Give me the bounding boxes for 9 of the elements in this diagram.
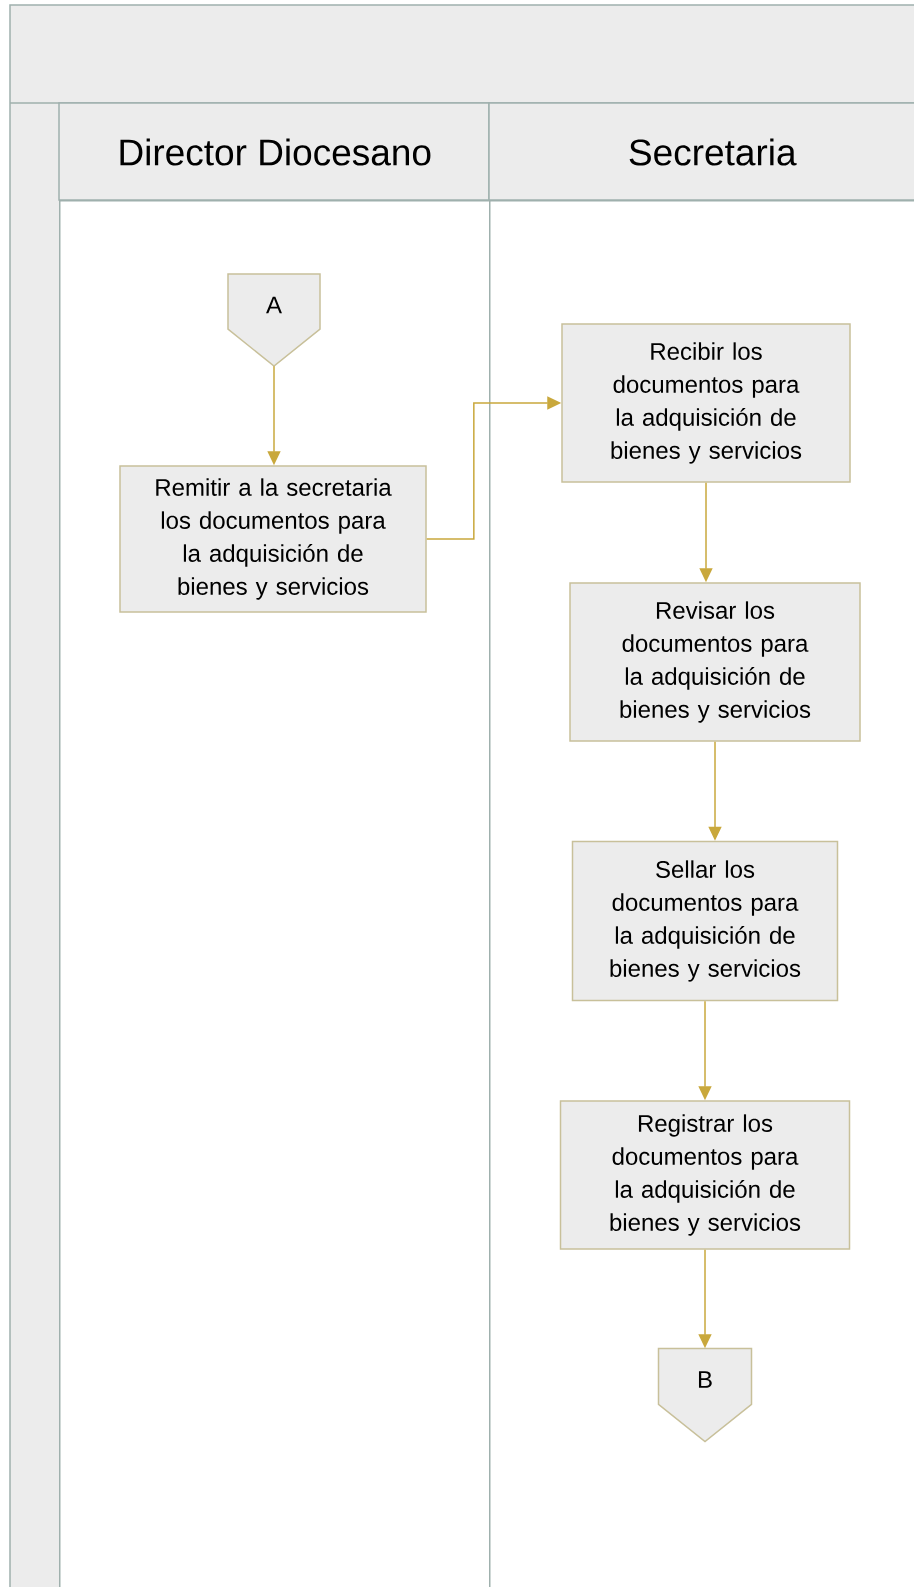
process-box: Remitir a la secretaria los documentos para la adquisición de bienes y servicios <box>119 465 427 613</box>
process-box: Registrar los documentos para la adquisición de bienes y servicios <box>559 1100 851 1250</box>
process-box: Sellar los documentos para la adquisición de bienes y servicios <box>571 840 839 1002</box>
node-label: Director Diocesano <box>120 138 431 166</box>
off-page-connector: B <box>657 1347 753 1443</box>
process-box: Revisar los documentos para la adquisición de bienes y servicios <box>569 582 861 742</box>
process-box: Recibir los documentos para la adquisición de bienes y servicios <box>561 323 851 483</box>
off-page-connector: A <box>227 273 321 367</box>
node-label: Secretaria <box>629 138 797 166</box>
